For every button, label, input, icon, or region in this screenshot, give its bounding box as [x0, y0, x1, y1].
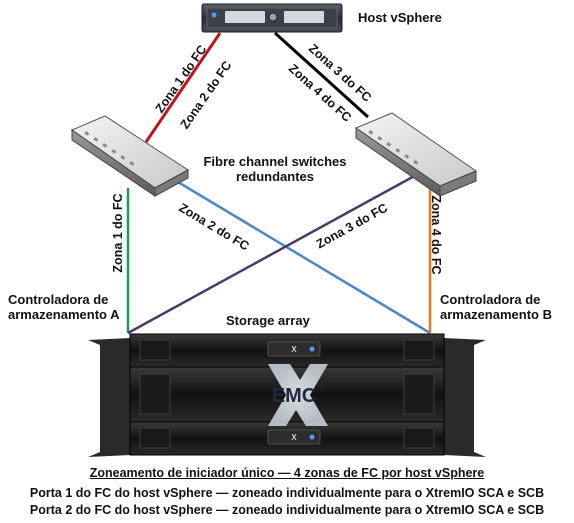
storage-array-label: Storage array	[226, 313, 310, 328]
zone-1-vertical-label: Zona 1 do FC	[111, 193, 125, 273]
host-server-icon	[201, 3, 343, 33]
controller-b-label-line2: armazenamento B	[440, 307, 552, 322]
switches-label-line1: Fibre channel switches	[203, 154, 347, 169]
link-zone2-left-switch-to-controller-b	[177, 180, 431, 335]
left-fc-switch-icon	[70, 115, 189, 197]
emc-xtremio-logo-icon: EMC 2	[268, 364, 328, 426]
host-vsphere-label: Host vSphere	[358, 10, 442, 25]
switches-label: Fibre channel switches redundantes	[200, 154, 350, 184]
storage-array-icon: X X EMC 2	[88, 333, 486, 457]
xtremio-badge-bottom-icon: X	[267, 429, 321, 445]
controller-a-label: Controladora de armazenamento A	[8, 292, 120, 322]
svg-text:X: X	[291, 345, 297, 354]
link-zone1-host-to-left-switch	[144, 32, 222, 143]
footer-line2: Porta 2 do FC do host vSphere — zoneado …	[29, 503, 545, 517]
controller-b-label-line1: Controladora de	[440, 292, 541, 307]
controller-a-label-line2: armazenamento A	[8, 307, 120, 322]
emc-superscript-text: 2	[320, 383, 325, 392]
zone-4-vertical-label: Zona 4 do FC	[429, 195, 443, 275]
footer-line1: Porta 1 do FC do host vSphere — zoneado …	[29, 486, 545, 500]
svg-text:X: X	[291, 433, 297, 442]
controller-b-label: Controladora de armazenamento B	[440, 292, 552, 322]
controller-a-label-line1: Controladora de	[8, 292, 109, 307]
link-zone3-right-switch-to-controller-a	[127, 172, 419, 335]
footer-title: Zoneamento de iniciador único — 4 zonas …	[89, 466, 485, 480]
emc-brand-text: EMC	[272, 385, 316, 407]
right-fc-switch-icon	[354, 112, 478, 197]
link-zone3-host-to-right-switch	[273, 31, 370, 119]
xtremio-badge-top-icon: X	[267, 341, 321, 357]
switches-label-line2: redundantes	[235, 169, 314, 184]
